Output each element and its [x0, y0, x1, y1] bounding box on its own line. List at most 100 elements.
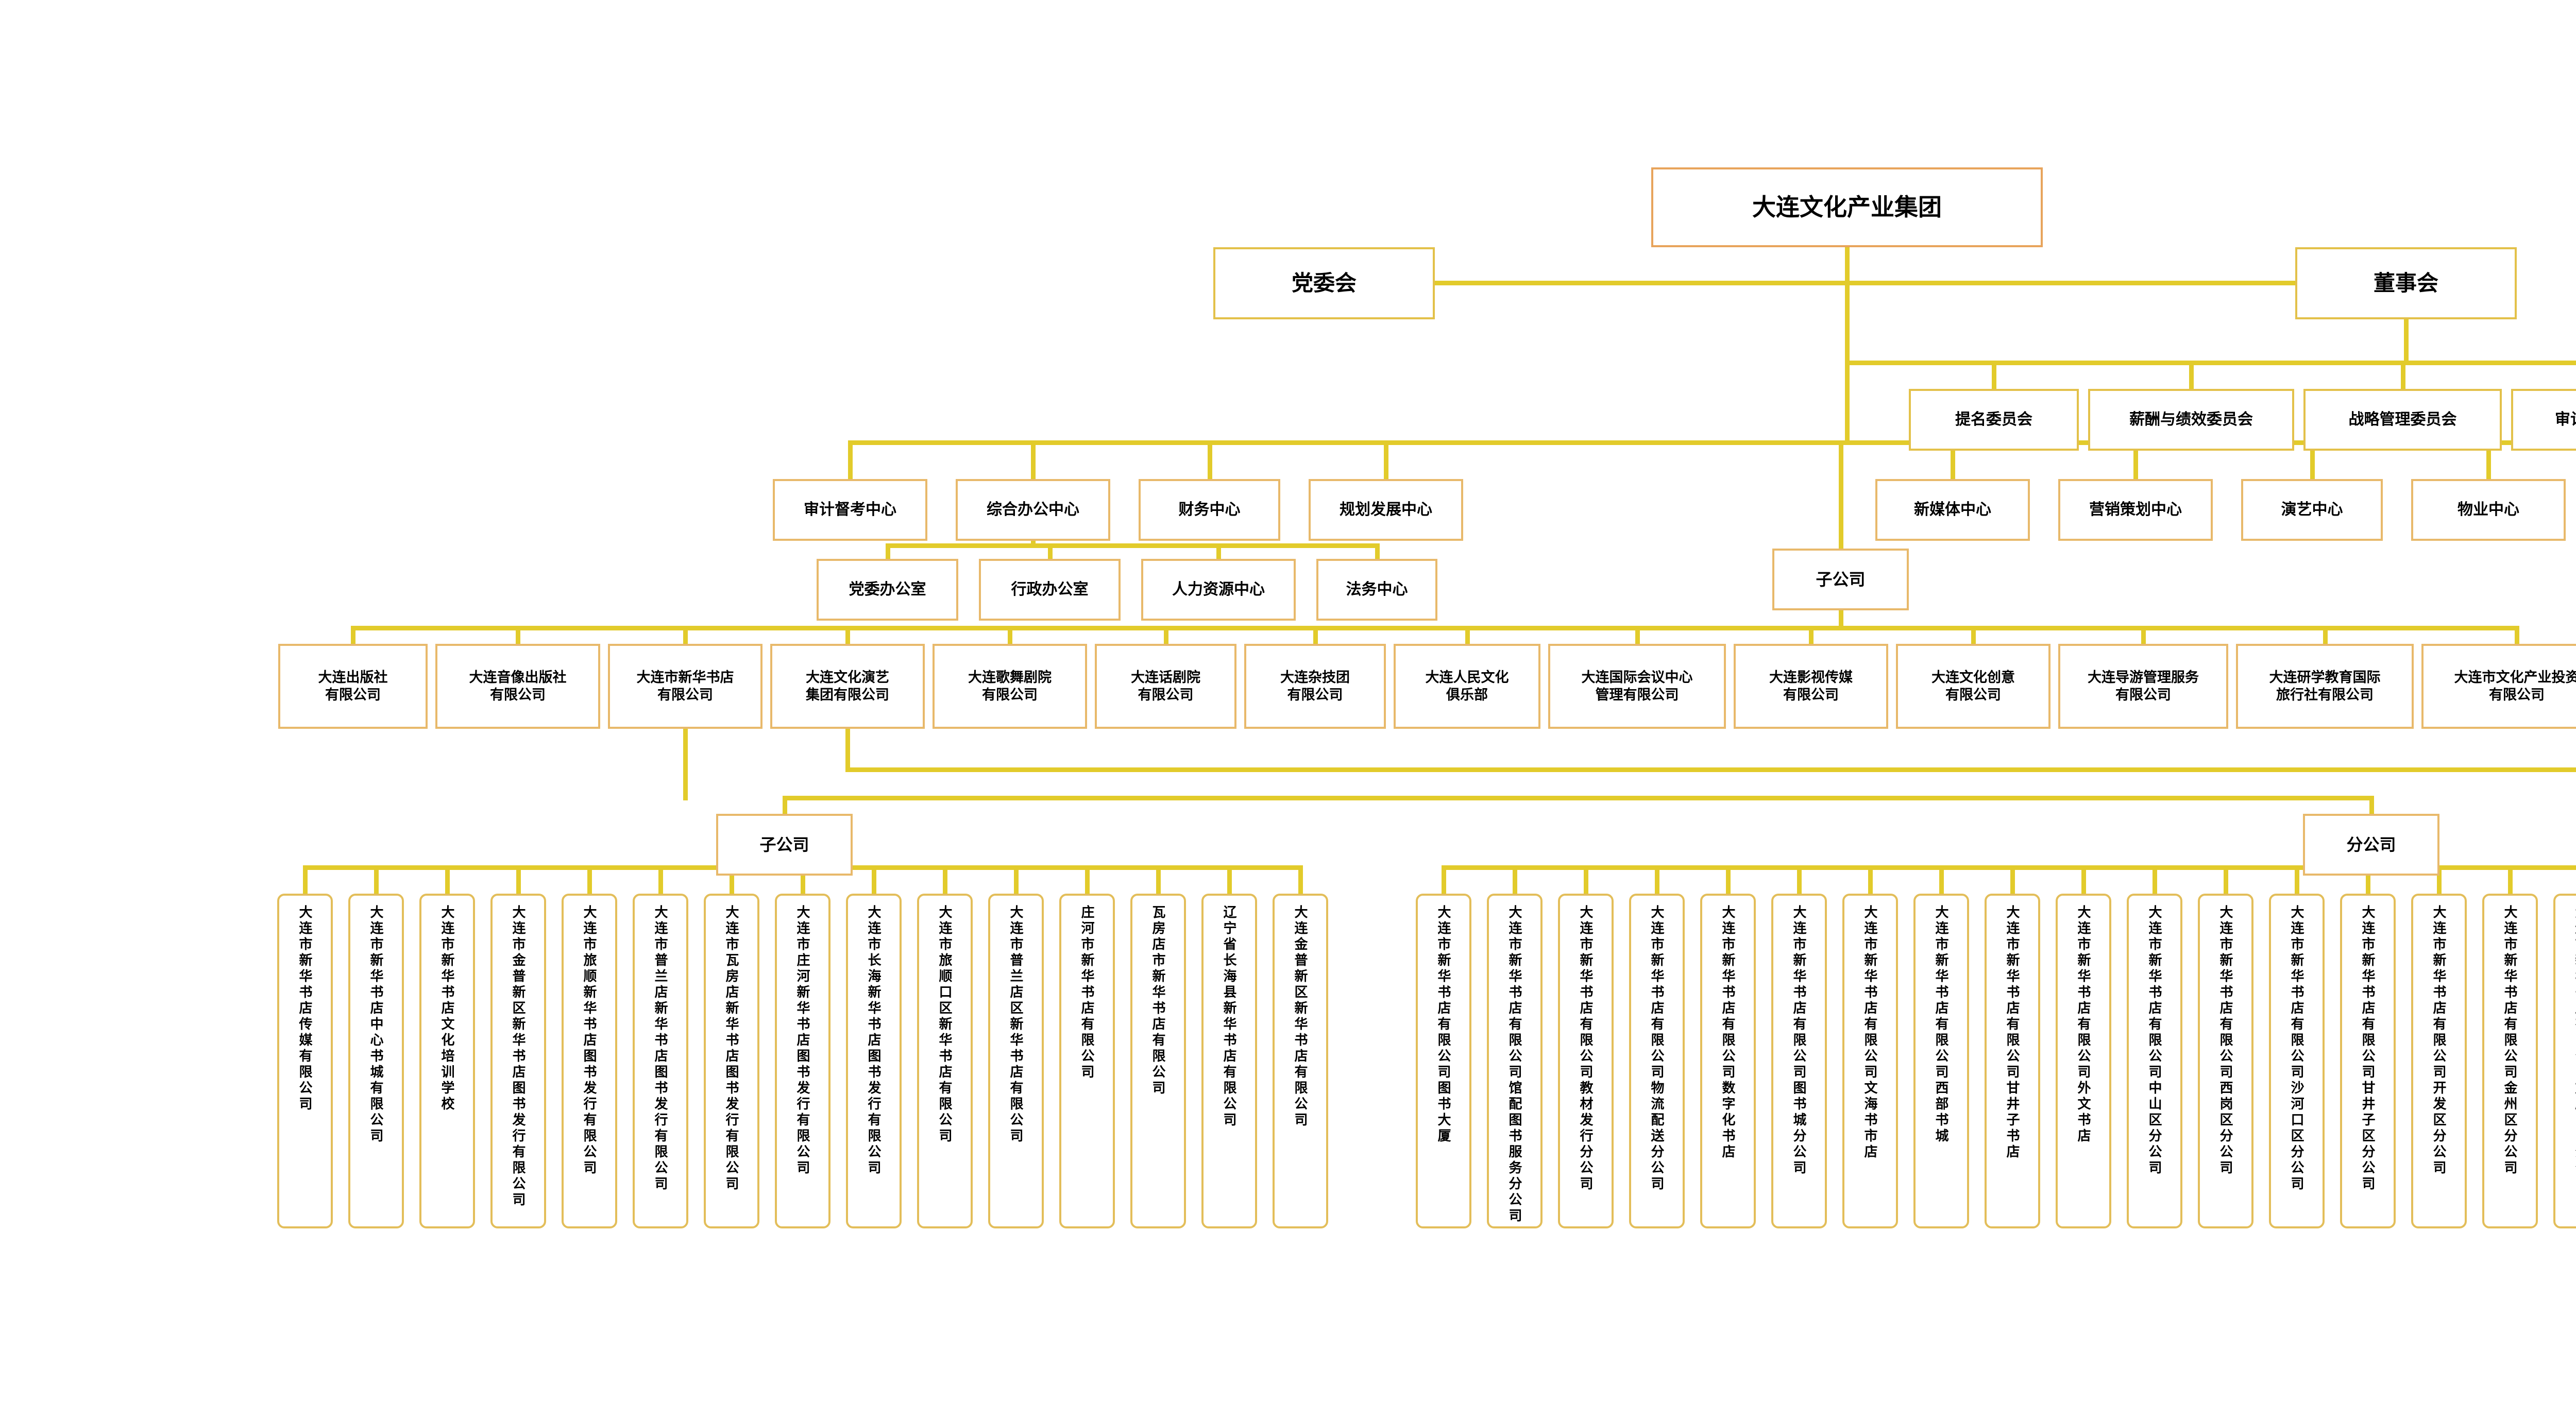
- subsidiary-node-3[interactable]: 大连市新华书店有限公司: [608, 644, 762, 729]
- org-node-line: 大连歌舞剧院: [968, 669, 1052, 685]
- connector-line-vertical: [2400, 361, 2405, 394]
- subsidiary-node-5[interactable]: 大连歌舞剧院有限公司: [933, 644, 1087, 729]
- org-leaf-label: 大连市新华书店有限公司图书大厦: [1436, 905, 1451, 1144]
- bookstore-subsidiary-leaf-4[interactable]: 大连市金普新区新华书店图书发行有限公司: [490, 894, 546, 1228]
- org-node-label: 大连音像出版社有限公司: [469, 669, 567, 704]
- office-node-2[interactable]: 行政办公室: [979, 559, 1121, 621]
- subsidiary-node-8[interactable]: 大连人民文化俱乐部: [1394, 644, 1540, 729]
- org-node-line: 审计与风险管理委员会: [2555, 411, 2576, 429]
- bookstore-subsidiary-leaf-8[interactable]: 大连市庄河新华书店图书发行有限公司: [775, 894, 831, 1228]
- center-left-node-3[interactable]: 财务中心: [1139, 479, 1280, 541]
- connector-line-vertical: [374, 865, 379, 901]
- branch-leaf-17[interactable]: 大连市新华书店有限公司旅顺口区分公司: [2553, 894, 2576, 1228]
- connector-line-vertical: [2141, 626, 2146, 648]
- org-node-label: 综合办公中心: [987, 500, 1079, 520]
- center-right-node-1[interactable]: 新媒体中心: [1875, 479, 2030, 541]
- bookstore-subsidiary-leaf-2[interactable]: 大连市新华书店中心书城有限公司: [348, 894, 404, 1228]
- bookstore-subsidiary-leaf-1[interactable]: 大连市新华书店传媒有限公司: [277, 894, 333, 1228]
- org-node-label: 提名委员会: [1955, 410, 2032, 430]
- bookstore-subsidiary-leaf-6[interactable]: 大连市普兰店新华书店图书发行有限公司: [633, 894, 688, 1228]
- connector-line-vertical: [1163, 626, 1168, 648]
- connector-line-vertical: [782, 796, 787, 818]
- committee-node-2[interactable]: 薪酬与绩效委员会: [2088, 389, 2294, 451]
- committee-node-3[interactable]: 战略管理委员会: [2303, 389, 2502, 451]
- bookstore-subsidiary-leaf-5[interactable]: 大连市旅顺新华书店图书发行有限公司: [562, 894, 617, 1228]
- group-label-subsidiary-mid[interactable]: 子公司: [1772, 549, 1909, 610]
- branch-leaf-16[interactable]: 大连市新华书店有限公司金州区分公司: [2482, 894, 2538, 1228]
- branch-leaf-7[interactable]: 大连市新华书店有限公司文海书市店: [1842, 894, 1898, 1228]
- org-node-line: 新媒体中心: [1914, 501, 1991, 519]
- bookstore-subsidiary-leaf-11[interactable]: 大连市普兰店区新华书店有限公司: [988, 894, 1044, 1228]
- connector-line-vertical: [303, 865, 308, 901]
- org-node-label: 大连杂技团有限公司: [1280, 669, 1350, 704]
- org-node-label: 大连文化创意有限公司: [1931, 669, 2015, 704]
- branch-leaf-4[interactable]: 大连市新华书店有限公司物流配送分公司: [1629, 894, 1685, 1228]
- connector-line-vertical: [1845, 281, 1850, 365]
- center-left-node-1[interactable]: 审计督考中心: [773, 479, 927, 541]
- branch-leaf-15[interactable]: 大连市新华书店有限公司开发区分公司: [2411, 894, 2467, 1228]
- org-leaf-label: 大连市新华书店有限公司外文书店: [2076, 905, 2091, 1144]
- group-label-bookstore-subsidiary[interactable]: 子公司: [716, 814, 853, 876]
- connector-line-vertical: [1584, 865, 1588, 901]
- center-left-node-4[interactable]: 规划发展中心: [1309, 479, 1463, 541]
- subsidiary-node-10[interactable]: 大连影视传媒有限公司: [1734, 644, 1888, 729]
- center-right-node-4[interactable]: 物业中心: [2411, 479, 2566, 541]
- org-leaf-label: 大连市旅顺口区新华书店有限公司: [937, 905, 953, 1144]
- committee-node-4[interactable]: 审计与风险管理委员会: [2511, 389, 2576, 451]
- connector-line-vertical: [2515, 626, 2519, 648]
- subsidiary-node-7[interactable]: 大连杂技团有限公司: [1244, 644, 1386, 729]
- branch-leaf-5[interactable]: 大连市新华书店有限公司数字化书店: [1700, 894, 1756, 1228]
- org-node-line: 有限公司: [982, 687, 1038, 703]
- subsidiary-node-9[interactable]: 大连国际会议中心管理有限公司: [1548, 644, 1726, 729]
- connector-line-vertical: [2081, 865, 2086, 901]
- branch-leaf-11[interactable]: 大连市新华书店有限公司中山区分公司: [2127, 894, 2182, 1228]
- branch-leaf-12[interactable]: 大连市新华书店有限公司西岗区分公司: [2198, 894, 2253, 1228]
- org-node-label: 审计与风险管理委员会: [2555, 410, 2576, 430]
- branch-leaf-1[interactable]: 大连市新华书店有限公司图书大厦: [1416, 894, 1471, 1228]
- subsidiary-node-13[interactable]: 大连研学教育国际旅行社有限公司: [2236, 644, 2414, 729]
- branch-leaf-10[interactable]: 大连市新华书店有限公司外文书店: [2056, 894, 2111, 1228]
- connector-line-vertical: [1014, 865, 1019, 901]
- center-left-node-2[interactable]: 综合办公中心: [956, 479, 1110, 541]
- committee-node-1[interactable]: 提名委员会: [1909, 389, 2079, 451]
- office-node-3[interactable]: 人力资源中心: [1141, 559, 1296, 621]
- bookstore-subsidiary-leaf-3[interactable]: 大连市新华书店文化培训学校: [419, 894, 475, 1228]
- branch-leaf-14[interactable]: 大连市新华书店有限公司甘井子区分公司: [2340, 894, 2396, 1228]
- subsidiary-node-14[interactable]: 大连市文化产业投资有限公司: [2421, 644, 2576, 729]
- group-label-branch[interactable]: 分公司: [2303, 814, 2439, 876]
- subsidiary-node-4[interactable]: 大连文化演艺集团有限公司: [770, 644, 925, 729]
- bookstore-subsidiary-leaf-14[interactable]: 辽宁省长海县新华书店有限公司: [1201, 894, 1257, 1228]
- party-committee-node[interactable]: 党委会: [1213, 247, 1435, 319]
- subsidiary-node-11[interactable]: 大连文化创意有限公司: [1896, 644, 2050, 729]
- root-node-group[interactable]: 大连文化产业集团: [1651, 167, 2043, 247]
- connector-line-vertical: [683, 626, 688, 648]
- org-leaf-label: 大连市新华书店有限公司数字化书店: [1720, 905, 1736, 1160]
- office-node-1[interactable]: 党委办公室: [817, 559, 958, 621]
- branch-leaf-8[interactable]: 大连市新华书店有限公司西部书城: [1913, 894, 1969, 1228]
- subsidiary-node-1[interactable]: 大连出版社有限公司: [278, 644, 428, 729]
- subsidiary-node-12[interactable]: 大连导游管理服务有限公司: [2058, 644, 2228, 729]
- connector-line-horizontal: [1442, 865, 2576, 870]
- bookstore-subsidiary-leaf-15[interactable]: 大连金普新区新华书店有限公司: [1273, 894, 1328, 1228]
- branch-leaf-3[interactable]: 大连市新华书店有限公司教材发行分公司: [1558, 894, 1614, 1228]
- org-node-line: 大连人民文化: [1425, 669, 1509, 685]
- bookstore-subsidiary-leaf-9[interactable]: 大连市长海新华书店图书发行有限公司: [846, 894, 902, 1228]
- branch-leaf-13[interactable]: 大连市新华书店有限公司沙河口区分公司: [2269, 894, 2325, 1228]
- org-node-line: 大连出版社: [318, 669, 388, 685]
- org-leaf-label: 瓦房店市新华书店有限公司: [1150, 905, 1166, 1097]
- bookstore-subsidiary-leaf-13[interactable]: 瓦房店市新华书店有限公司: [1130, 894, 1186, 1228]
- branch-leaf-9[interactable]: 大连市新华书店有限公司甘井子书店: [1985, 894, 2040, 1228]
- board-of-directors-node[interactable]: 董事会: [2295, 247, 2517, 319]
- branch-leaf-2[interactable]: 大连市新华书店有限公司馆配图书服务分公司: [1487, 894, 1543, 1228]
- branch-leaf-6[interactable]: 大连市新华书店有限公司图书城分公司: [1771, 894, 1827, 1228]
- office-node-4[interactable]: 法务中心: [1316, 559, 1437, 621]
- center-right-node-2[interactable]: 营销策划中心: [2058, 479, 2213, 541]
- bookstore-subsidiary-leaf-10[interactable]: 大连市旅顺口区新华书店有限公司: [917, 894, 973, 1228]
- bookstore-subsidiary-leaf-12[interactable]: 庄河市新华书店有限公司: [1059, 894, 1115, 1228]
- org-node-label: 战略管理委员会: [2349, 410, 2457, 430]
- connector-line-vertical: [445, 865, 450, 901]
- bookstore-subsidiary-leaf-7[interactable]: 大连市瓦房店新华书店图书发行有限公司: [704, 894, 759, 1228]
- subsidiary-node-6[interactable]: 大连话剧院有限公司: [1095, 644, 1236, 729]
- subsidiary-node-2[interactable]: 大连音像出版社有限公司: [435, 644, 600, 729]
- center-right-node-3[interactable]: 演艺中心: [2241, 479, 2383, 541]
